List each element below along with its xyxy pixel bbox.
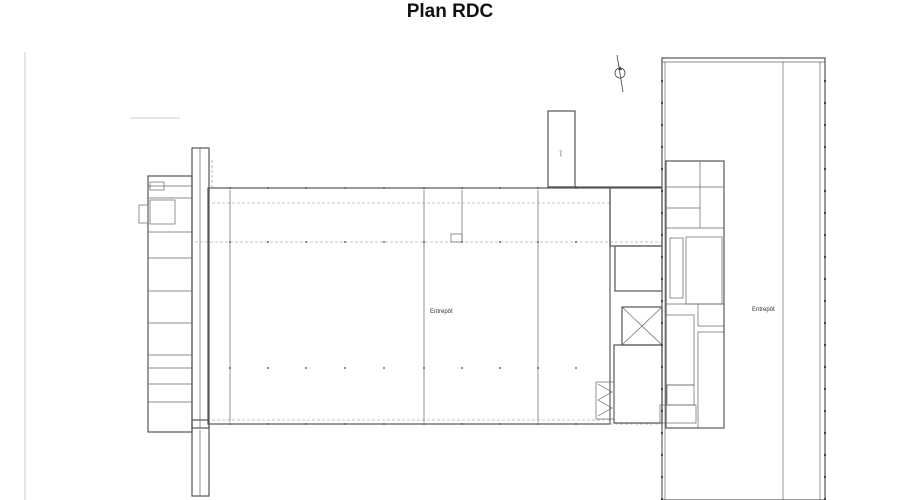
- column-dot: [383, 423, 385, 425]
- column-mark: [661, 476, 663, 478]
- column-dot: [537, 241, 539, 243]
- column-mark: [824, 322, 826, 324]
- column-mark: [824, 454, 826, 456]
- compass-north-icon: [614, 54, 626, 93]
- column-grid: [229, 187, 577, 425]
- column-dot: [423, 187, 425, 189]
- room-label-warehouse-main: Entrepôt: [430, 309, 453, 315]
- column-mark: [661, 102, 663, 104]
- column-dot: [229, 367, 231, 369]
- column-mark: [824, 212, 826, 214]
- east-warehouse: Entrepôt: [661, 57, 826, 500]
- column-dot: [575, 187, 577, 189]
- column-mark: [824, 410, 826, 412]
- column-mark: [661, 234, 663, 236]
- main-warehouse: Entrepôt: [195, 186, 662, 425]
- column-dot: [344, 367, 346, 369]
- column-mark: [661, 212, 663, 214]
- office-block-east: [659, 160, 725, 429]
- column-dot: [383, 367, 385, 369]
- column-dot: [423, 423, 425, 425]
- column-mark: [824, 146, 826, 148]
- east-warehouse-columns: [661, 80, 826, 500]
- column-dot: [499, 423, 501, 425]
- column-dot: [423, 367, 425, 369]
- column-dot: [461, 187, 463, 189]
- column-mark: [661, 454, 663, 456]
- column-mark: [824, 234, 826, 236]
- column-dot: [383, 241, 385, 243]
- column-dot: [499, 367, 501, 369]
- column-dot: [575, 241, 577, 243]
- column-dot: [267, 241, 269, 243]
- column-mark: [824, 498, 826, 500]
- column-mark: [824, 190, 826, 192]
- column-dot: [305, 367, 307, 369]
- column-dot: [305, 241, 307, 243]
- column-dot: [537, 367, 539, 369]
- column-mark: [661, 410, 663, 412]
- column-mark: [661, 366, 663, 368]
- column-mark: [661, 256, 663, 258]
- svg-text:Quai: Quai: [559, 150, 563, 157]
- column-dot: [344, 241, 346, 243]
- column-mark: [824, 278, 826, 280]
- central-rooms: [595, 187, 663, 424]
- column-dot: [499, 241, 501, 243]
- west-office-strip: [138, 175, 193, 433]
- column-dot: [267, 367, 269, 369]
- column-dot: [423, 241, 425, 243]
- column-mark: [824, 124, 826, 126]
- column-mark: [661, 80, 663, 82]
- column-dot: [229, 187, 231, 189]
- column-mark: [824, 300, 826, 302]
- column-mark: [661, 498, 663, 500]
- faint-guides: [24, 52, 180, 500]
- column-mark: [661, 146, 663, 148]
- column-dot: [267, 187, 269, 189]
- column-dot: [575, 367, 577, 369]
- column-mark: [824, 256, 826, 258]
- column-dot: [461, 423, 463, 425]
- column-dot: [537, 187, 539, 189]
- column-dot: [461, 241, 463, 243]
- column-mark: [661, 322, 663, 324]
- column-mark: [824, 168, 826, 170]
- column-dot: [537, 423, 539, 425]
- column-mark: [824, 388, 826, 390]
- column-dot: [461, 367, 463, 369]
- column-dot: [229, 241, 231, 243]
- column-dot: [305, 423, 307, 425]
- page-title: Plan RDC: [406, 1, 494, 22]
- north-annex: Quai: [547, 110, 576, 188]
- column-mark: [661, 278, 663, 280]
- column-mark: [661, 300, 663, 302]
- column-dot: [383, 187, 385, 189]
- column-dot: [575, 423, 577, 425]
- column-mark: [824, 80, 826, 82]
- south-extension: [610, 423, 663, 500]
- column-mark: [661, 124, 663, 126]
- column-mark: [824, 344, 826, 346]
- column-mark: [661, 168, 663, 170]
- room-label-warehouse-east: Entrepôt: [752, 307, 775, 313]
- column-mark: [661, 388, 663, 390]
- column-mark: [824, 102, 826, 104]
- column-mark: [824, 476, 826, 478]
- column-mark: [661, 190, 663, 192]
- column-mark: [824, 366, 826, 368]
- column-dot: [305, 187, 307, 189]
- column-dot: [499, 187, 501, 189]
- column-dot: [344, 423, 346, 425]
- column-mark: [824, 432, 826, 434]
- column-dot: [267, 423, 269, 425]
- column-dot: [344, 187, 346, 189]
- column-mark: [661, 344, 663, 346]
- column-mark: [661, 432, 663, 434]
- west-corridor: [191, 147, 213, 497]
- column-dot: [229, 423, 231, 425]
